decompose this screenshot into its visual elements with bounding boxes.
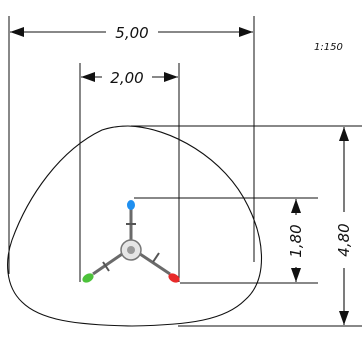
inner-depth-label-bg [286,215,306,267]
marker-top [127,200,135,210]
inner-width-left-arrow [81,72,95,82]
inner-depth-label: 1,80 [287,224,305,257]
overall-depth-top-arrow [339,127,349,141]
overall-width-right-arrow [239,27,253,37]
inner-width-label: 2,00 [110,69,143,87]
overall-width-left-arrow [10,27,24,37]
inner-width-right-arrow [164,72,178,82]
overall-depth-label-bg [334,212,354,268]
equipment-hub-detail [127,246,135,254]
marker-left [82,273,94,283]
inner-depth-bottom-arrow [291,268,301,282]
marker-right [168,273,180,283]
scale-label: 1:150 [314,42,343,53]
overall-width-label-bg [106,22,158,42]
overall-width-label: 5,00 [115,24,148,42]
overall-depth-bottom-arrow [339,311,349,325]
safety-zone-outline [7,125,262,327]
equipment-top-view [82,200,180,283]
inner-width-label-bg [102,67,152,87]
equipment-arm-right-bar [152,252,160,263]
equipment-arm-left-bar [102,261,110,272]
inner-depth-top-arrow [291,199,301,213]
overall-depth-label: 4,80 [335,223,353,256]
